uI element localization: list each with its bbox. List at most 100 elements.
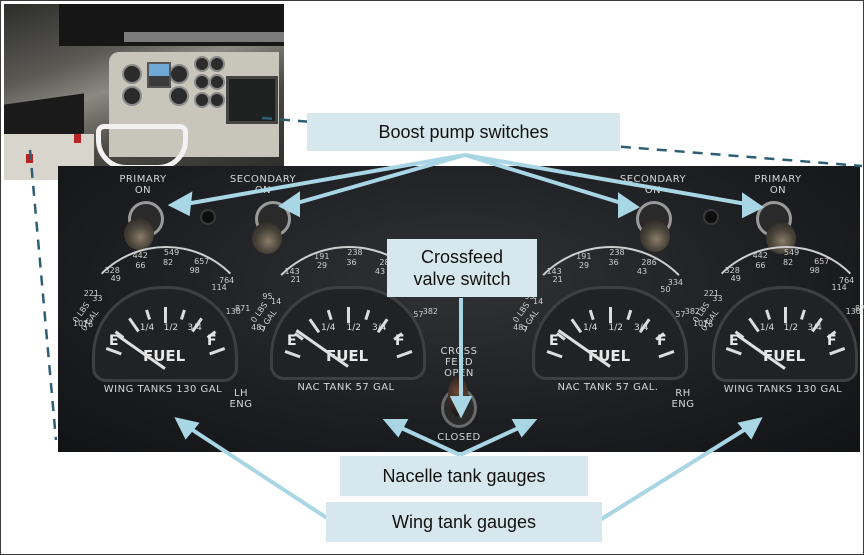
scale-number: 33 [712, 294, 723, 304]
scale-number: 43 [374, 266, 386, 276]
scale-number: 49 [110, 273, 121, 283]
label-line: CROSS [434, 346, 484, 357]
arrow-left-primary [179, 153, 466, 207]
scale-number: 549 [163, 248, 180, 258]
scale-number: 14 [271, 296, 282, 306]
fuel-gauge-right-nacelle: 48795141432119129238362864333450382570 L… [511, 246, 708, 414]
scale-number: 21 [552, 274, 563, 284]
arrow-right-primary [464, 153, 753, 207]
scale-number: 130 [225, 306, 241, 316]
scale-number: 114 [831, 283, 847, 293]
gauge-caption: NAC TANK 57 GAL. [557, 382, 659, 393]
scale-number: 48 [251, 323, 262, 333]
scale-number: 82 [782, 258, 794, 268]
scale-number: 286 [641, 257, 657, 267]
switch-knob [252, 222, 282, 254]
scale-number: 143 [284, 266, 300, 276]
scale-number: 107 [693, 318, 709, 328]
scale-number: 36 [608, 258, 619, 268]
scale-number: 871 [235, 303, 251, 313]
arrowhead [167, 191, 193, 217]
arrowhead [618, 192, 640, 219]
scale-number: 98 [189, 266, 200, 276]
lh-eng-label: LH ENG [226, 388, 256, 410]
label-line: RH [675, 388, 691, 399]
arrowhead [742, 192, 764, 219]
arrow-left-secondary [289, 153, 466, 207]
arrowhead [278, 191, 300, 218]
fuel-gauge-right-wing: 1071622133328494426654982657987641148711… [691, 246, 864, 416]
gauge-caption: WING TANKS 130 GAL [723, 384, 843, 395]
scale-number: 191 [314, 251, 330, 261]
fraction-label: 3/4 [372, 323, 387, 333]
fraction-label: 1/2 [346, 323, 361, 333]
arrow-right-secondary [464, 153, 629, 207]
full-label: F [657, 333, 667, 349]
gauge-scale-arc [514, 246, 708, 440]
scale-number: 191 [576, 251, 592, 261]
fraction-label: 3/4 [807, 323, 822, 333]
red-knob-thumb [26, 154, 33, 163]
fraction-label: 1/2 [163, 323, 179, 333]
label-line: PRIMARY [754, 174, 802, 185]
arrowhead [382, 419, 409, 438]
scale-number: 16 [82, 320, 94, 330]
scale-number: 143 [546, 266, 562, 276]
label-line: ON [644, 185, 662, 196]
gauge-caption: WING TANKS 130 GAL [103, 384, 223, 395]
red-knob-thumb [74, 134, 81, 143]
arrow-right-wing [598, 423, 754, 522]
gauge-thumb [169, 86, 189, 106]
callout-boost-pump-switches: Boost pump switches [307, 113, 620, 151]
scale-number: 764 [219, 276, 235, 286]
scale-number: 33 [92, 294, 103, 304]
scale-number: 50 [660, 284, 671, 294]
scale-number: 764 [839, 276, 855, 286]
fraction-label: 1/2 [608, 323, 623, 333]
fraction-label: 1/2 [783, 323, 799, 333]
scale-number: 16 [702, 320, 714, 330]
cockpit-overview-photo [4, 4, 284, 180]
scale-number: 14 [533, 296, 544, 306]
callout-line: Crossfeed [420, 247, 504, 267]
arrow-right-nacelle [459, 423, 526, 457]
label-line: SECONDARY [619, 174, 687, 185]
label-line: ON [134, 185, 152, 196]
dashed-leader-left [28, 149, 58, 441]
callout-wing-tank-gauges: Wing tank gauges [326, 502, 602, 542]
scale-number: 328 [724, 265, 740, 275]
gauge-scale-arc [74, 246, 258, 430]
gauge-thumb [209, 74, 225, 90]
callout-crossfeed-valve-switch: Crossfeed valve switch [387, 239, 537, 297]
gauge-thumb [122, 64, 142, 84]
scale-number: 36 [346, 258, 357, 268]
gauge-tick [784, 307, 787, 323]
scale-number: 98 [809, 266, 820, 276]
fraction-label: 1/4 [583, 323, 598, 333]
scale-number: 66 [755, 260, 766, 270]
scale-number: 43 [636, 266, 648, 276]
gauge-thumb [209, 92, 225, 108]
arrowhead [737, 417, 763, 440]
scale-number: 29 [316, 261, 328, 271]
scale-number: 82 [162, 258, 174, 268]
label-line: LH [233, 388, 249, 399]
glareshield [124, 32, 284, 42]
panel-screw [200, 209, 216, 225]
scale-number: 657 [194, 257, 210, 267]
fraction-label: 1/4 [321, 323, 336, 333]
arrow-left-nacelle [394, 423, 461, 457]
scale-number: 442 [752, 251, 768, 261]
callout-nacelle-tank-gauges: Nacelle tank gauges [340, 456, 588, 496]
scale-number: 57 [675, 310, 686, 320]
empty-label: E [109, 333, 119, 349]
label-line: ENG [229, 399, 253, 410]
rh-eng-label: RH ENG [668, 388, 698, 410]
scale-number: 549 [783, 248, 800, 258]
full-label: F [395, 333, 405, 349]
scale-number: 334 [667, 278, 684, 288]
gauge-thumb [209, 56, 225, 72]
arrow-left-wing [183, 423, 332, 522]
fuel-gauge-left-nacelle: 48795141432119129238362864333450382570 L… [249, 246, 446, 414]
display-screen-thumb [226, 76, 278, 124]
